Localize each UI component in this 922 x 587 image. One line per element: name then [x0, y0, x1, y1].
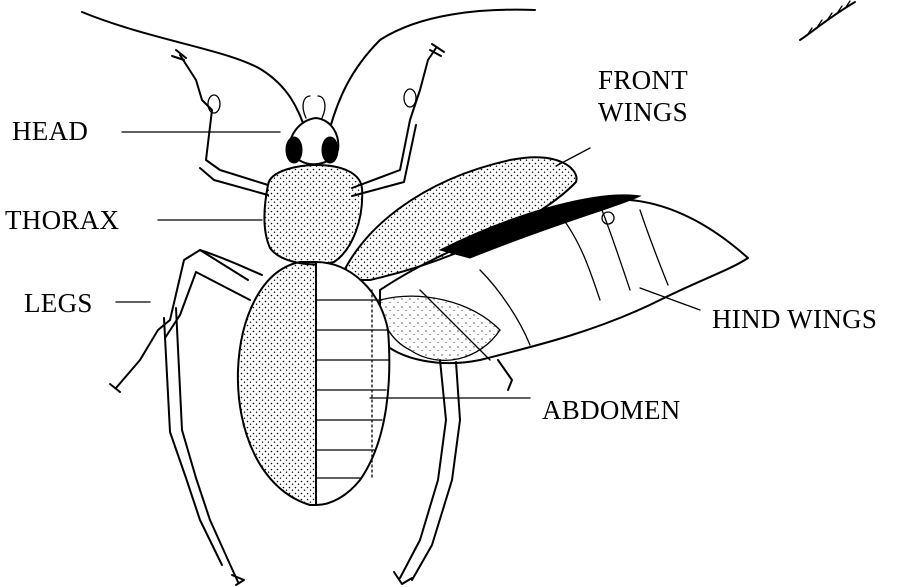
label-hind-wings: HIND WINGS — [712, 306, 877, 333]
label-front-wings: FRONT WINGS — [598, 64, 688, 129]
label-legs: LEGS — [24, 290, 93, 317]
label-thorax: THORAX — [5, 207, 119, 234]
label-abdomen: ABDOMEN — [542, 397, 681, 424]
antennae — [82, 10, 535, 128]
abdomen-shape — [238, 262, 389, 505]
thorax-shape — [265, 165, 363, 264]
head-shape — [286, 96, 338, 164]
label-head: HEAD — [12, 118, 88, 145]
label-front-wings-line1: FRONT — [598, 64, 688, 96]
label-front-wings-line2: WINGS — [598, 96, 688, 128]
antenna-fragment — [800, 1, 855, 40]
